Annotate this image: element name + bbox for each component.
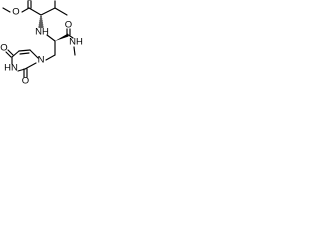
- bond-beta-c-methyl-right: [54, 7, 68, 16]
- bond-ring-c6-c5-inner: [19, 52, 30, 55]
- atom-ester-o-double: O: [26, 0, 33, 4]
- atom-amine-nh: NH: [35, 27, 49, 38]
- bond-ring-c4-double-o-a: [5, 51, 12, 58]
- bond-alpha-c-beta-c: [40, 7, 56, 16]
- solid-wedge-chiral-c-amide: [55, 33, 69, 41]
- bond-amide-n-methyl: [73, 46, 76, 56]
- molecule-diagram: O O NH O NH O HN N O: [0, 0, 141, 144]
- atom-ring-o-top: O: [0, 43, 7, 54]
- atom-ring-o-bottom: O: [22, 76, 29, 87]
- bond-nh-chiral-c: [46, 34, 56, 42]
- bond-ring-c2-n1: [24, 62, 37, 70]
- bond-ring-c5-c4: [11, 50, 20, 58]
- bond-carbonyl-c-alpha-c: [28, 7, 42, 16]
- hashed-wedge-alpha-c-nh: [38, 16, 44, 28]
- bond-o-carbonyl-c: [21, 7, 30, 13]
- bond-ring-c4-double-o-b: [7, 49, 14, 56]
- atom-ring-n: N: [38, 55, 45, 66]
- atom-amide-o: O: [65, 20, 72, 31]
- bond-methyl-o: [2, 7, 11, 13]
- atom-ring-hn: HN: [4, 63, 18, 74]
- atom-ester-o-single: O: [12, 7, 19, 18]
- bond-ring-c6-c5: [18, 49, 31, 52]
- structure-svg: O O NH O NH O HN N O: [0, 0, 83, 87]
- atom-amide-nh: NH: [69, 37, 83, 48]
- bond-ring-n-c6: [29, 49, 39, 59]
- bond-ch2-ring-n: [45, 54, 56, 61]
- bond-amide-c-n: [67, 34, 74, 39]
